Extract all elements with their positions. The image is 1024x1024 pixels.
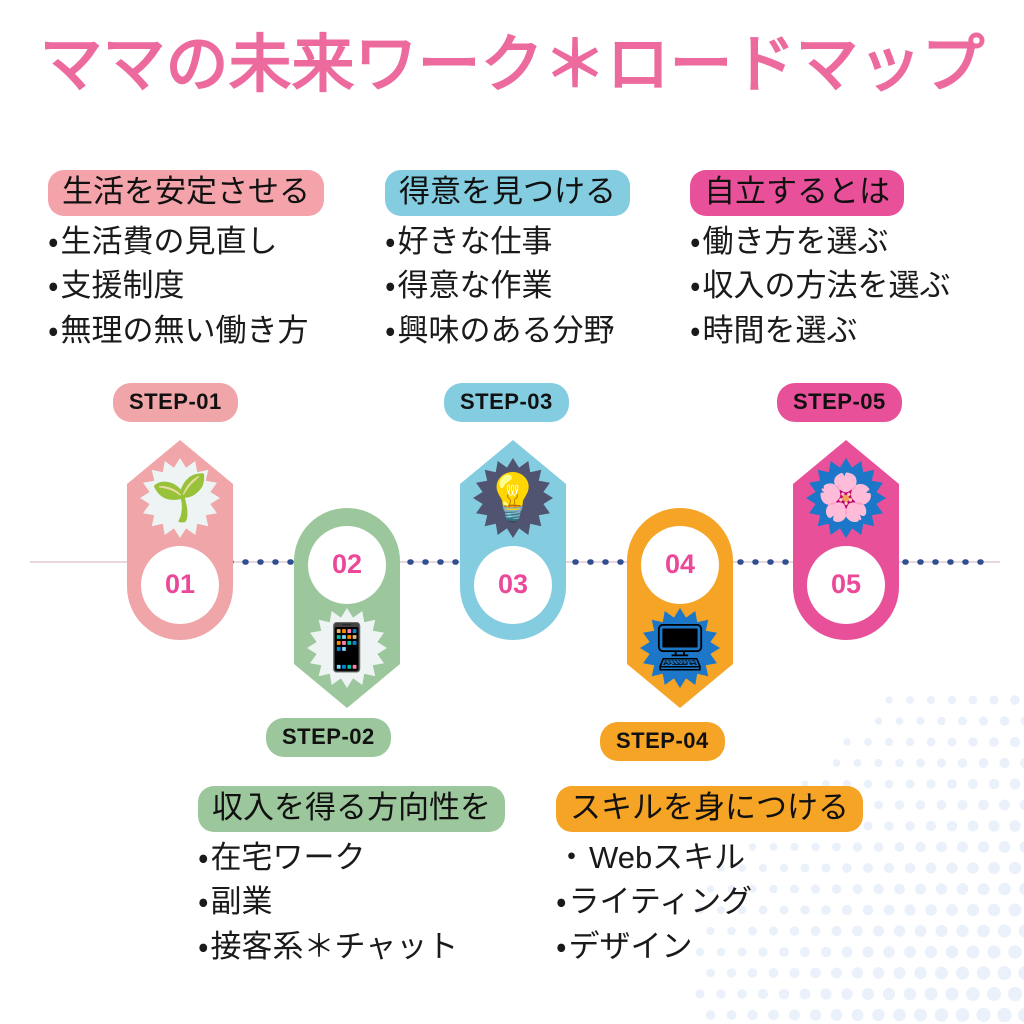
- starburst-badge: [307, 608, 387, 688]
- starburst-badge: [473, 458, 553, 538]
- list-item-label: 接客系＊チャット: [210, 929, 459, 965]
- bullet-icon: ・: [48, 223, 59, 259]
- block-item-list: ・生活費の見直し ・支援制度 ・無理の無い働き方: [48, 220, 324, 354]
- text-block-strengths: 得意を見つける ・好きな仕事 ・得意な作業 ・興味のある分野: [385, 170, 630, 354]
- step-marker-01[interactable]: 01🌱: [127, 440, 233, 640]
- list-item-label: ライティング: [568, 884, 753, 920]
- list-item-label: 興味のある分野: [397, 313, 615, 349]
- number-circle: [474, 546, 552, 624]
- list-item-label: デザイン: [568, 929, 693, 965]
- list-item-label: Webスキル: [589, 839, 746, 875]
- list-item: ・デザイン: [556, 925, 863, 970]
- pin-shape: [793, 440, 899, 640]
- step-badge-04[interactable]: STEP-04: [600, 722, 725, 761]
- block-header: 得意を見つける: [385, 170, 630, 216]
- bullet-icon: ・: [198, 839, 209, 875]
- list-item: ・ライティング: [556, 880, 863, 925]
- step-badge-03[interactable]: STEP-03: [444, 383, 569, 422]
- text-block-skills: スキルを身につける ・Webスキル ・ライティング ・デザイン: [556, 786, 863, 970]
- bullet-icon: ・: [690, 313, 701, 349]
- bullet-icon: ・: [385, 268, 396, 304]
- list-item-label: 収入の方法を選ぶ: [702, 268, 951, 304]
- list-item: ・興味のある分野: [385, 309, 630, 354]
- list-item: ・無理の無い働き方: [48, 309, 324, 354]
- list-item: ・支援制度: [48, 264, 324, 309]
- number-circle: [641, 526, 719, 604]
- step-marker-02[interactable]: 02📱: [294, 508, 400, 708]
- step-marker-03[interactable]: 03💡: [460, 440, 566, 640]
- list-item: ・接客系＊チャット: [198, 925, 505, 970]
- text-block-income-direction: 収入を得る方向性を ・在宅ワーク ・副業 ・接客系＊チャット: [198, 786, 505, 970]
- bullet-icon: ・: [48, 268, 59, 304]
- list-item-label: 時間を選ぶ: [702, 313, 858, 349]
- step-marker-04[interactable]: 04🖥: [627, 508, 733, 708]
- starburst-badge: [640, 608, 720, 688]
- starburst-badge: [806, 458, 886, 538]
- list-item: ・生活費の見直し: [48, 220, 324, 265]
- pin-shape: [460, 440, 566, 640]
- list-item-label: 在宅ワーク: [210, 839, 366, 875]
- step-marker-05[interactable]: 05🌸: [793, 440, 899, 640]
- pin-shape: [627, 508, 733, 708]
- bullet-icon: ・: [198, 884, 209, 920]
- block-item-list: ・働き方を選ぶ ・収入の方法を選ぶ ・時間を選ぶ: [690, 220, 951, 354]
- bullet-icon: ・: [556, 884, 567, 920]
- number-circle: [807, 546, 885, 624]
- list-item-label: 得意な作業: [397, 268, 553, 304]
- page-title: ママの未来ワーク＊ロードマップ: [39, 30, 985, 100]
- bullet-icon: ・: [385, 223, 396, 259]
- text-block-independence: 自立するとは ・働き方を選ぶ ・収入の方法を選ぶ ・時間を選ぶ: [690, 170, 951, 354]
- step-badge-02[interactable]: STEP-02: [266, 718, 391, 757]
- list-item: ・在宅ワーク: [198, 836, 505, 881]
- starburst-badge: [140, 458, 220, 538]
- text-block-stability: 生活を安定させる ・生活費の見直し ・支援制度 ・無理の無い働き方: [48, 170, 324, 354]
- bullet-icon: ・: [556, 929, 567, 965]
- number-circle: [308, 526, 386, 604]
- step-badge-01[interactable]: STEP-01: [113, 383, 238, 422]
- bullet-icon: ・: [48, 313, 59, 349]
- list-item-label: 好きな仕事: [397, 223, 553, 259]
- number-circle: [141, 546, 219, 624]
- block-item-list: ・Webスキル ・ライティング ・デザイン: [556, 836, 863, 970]
- list-item: ・時間を選ぶ: [690, 309, 951, 354]
- block-header: 生活を安定させる: [48, 170, 324, 216]
- block-header: 収入を得る方向性を: [198, 786, 505, 832]
- bullet-icon: ・: [198, 929, 209, 965]
- list-item: ・収入の方法を選ぶ: [690, 264, 951, 309]
- bullet-icon: ・: [556, 839, 587, 875]
- pin-shape: [127, 440, 233, 640]
- bullet-icon: ・: [385, 313, 396, 349]
- list-item: ・好きな仕事: [385, 220, 630, 265]
- list-item: ・副業: [198, 880, 505, 925]
- block-item-list: ・在宅ワーク ・副業 ・接客系＊チャット: [198, 836, 505, 970]
- list-item-label: 支援制度: [60, 268, 185, 304]
- block-item-list: ・好きな仕事 ・得意な作業 ・興味のある分野: [385, 220, 630, 354]
- list-item-label: 副業: [210, 884, 273, 920]
- list-item-label: 働き方を選ぶ: [702, 223, 889, 259]
- list-item-label: 生活費の見直し: [60, 223, 278, 259]
- pin-shape: [294, 508, 400, 708]
- list-item-label: 無理の無い働き方: [60, 313, 309, 349]
- list-item: ・働き方を選ぶ: [690, 220, 951, 265]
- block-header: スキルを身につける: [556, 786, 863, 832]
- list-item: ・得意な作業: [385, 264, 630, 309]
- bullet-icon: ・: [690, 223, 701, 259]
- step-badge-05[interactable]: STEP-05: [777, 383, 902, 422]
- block-header: 自立するとは: [690, 170, 904, 216]
- bullet-icon: ・: [690, 268, 701, 304]
- list-item: ・Webスキル: [556, 836, 863, 881]
